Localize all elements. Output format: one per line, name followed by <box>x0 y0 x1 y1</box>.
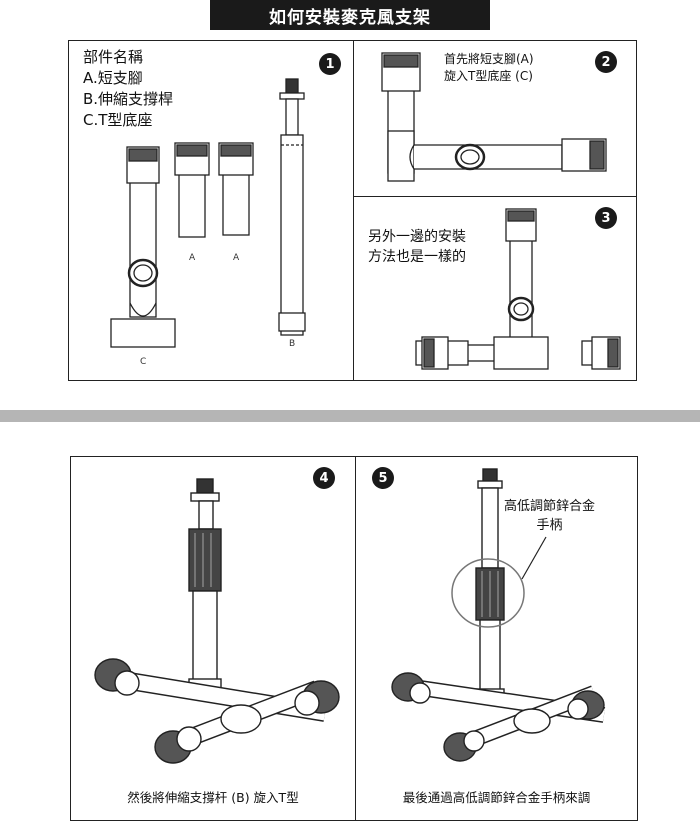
part-b-label: B.伸縮支撐桿 <box>83 90 174 108</box>
label-c: C <box>140 357 147 367</box>
section-divider <box>0 410 700 422</box>
step-2-note: 首先將短支腳(A) 旋入T型底座 (C) <box>444 51 534 85</box>
step-5-caption: 最後通過高低調節鋅合金手柄來調 <box>402 790 591 805</box>
step-5-panel: 5 高低調節鋅合金 手柄 最 <box>355 456 638 821</box>
step-number-badge: 3 <box>595 207 617 229</box>
handle-callout-line1: 高低調節鋅合金 <box>504 499 596 514</box>
step-number-badge: 5 <box>372 467 394 489</box>
step-3-note-line2: 方法也是一樣的 <box>368 249 466 265</box>
step-3-panel: 另外一邊的安裝 方法也是一樣的 3 <box>353 196 637 381</box>
step-1-panel: 部件名稱 A.短支腳 B.伸縮支撐桿 C.T型底座 1 <box>68 40 354 381</box>
part-a-label: A.短支腳 <box>83 69 143 87</box>
parts-illustration <box>110 78 306 348</box>
handle-callout-line2: 手柄 <box>536 518 563 533</box>
step-3-note-line1: 另外一邊的安裝 <box>368 229 466 245</box>
step-2-note-line1: 首先將短支腳(A) <box>444 52 534 66</box>
step-2-illustration <box>381 52 607 182</box>
step-3-note: 另外一邊的安裝 方法也是一樣的 <box>368 227 466 267</box>
part-c-label: C.T型底座 <box>83 111 153 129</box>
step-2-panel: 首先將短支腳(A) 旋入T型底座 (C) 2 <box>353 40 637 197</box>
step-2-note-line2: 旋入T型底座 (C) <box>444 69 533 83</box>
label-a2: A <box>233 253 240 263</box>
step-4-illustration <box>94 478 340 764</box>
step-number-badge: 1 <box>319 53 341 75</box>
handle-callout: 高低調節鋅合金 手柄 <box>504 497 595 535</box>
parts-heading: 部件名稱 <box>83 48 144 66</box>
step-number-badge: 2 <box>595 51 617 73</box>
label-a1: A <box>189 253 196 263</box>
page-title: 如何安裝麥克風支架 <box>210 0 490 30</box>
step-4-caption: 然後將伸縮支撐杆 (B) 旋入T型 <box>127 790 299 805</box>
step-5-illustration <box>391 468 606 762</box>
parts-list: 部件名稱 A.短支腳 B.伸縮支撐桿 C.T型底座 <box>83 47 173 131</box>
step-3-illustration <box>415 208 621 370</box>
step-number-badge: 4 <box>313 467 335 489</box>
step-4-panel: 4 然後將伸縮支撐杆 (B) 旋入T型 <box>70 456 356 821</box>
label-b: B <box>289 339 296 349</box>
